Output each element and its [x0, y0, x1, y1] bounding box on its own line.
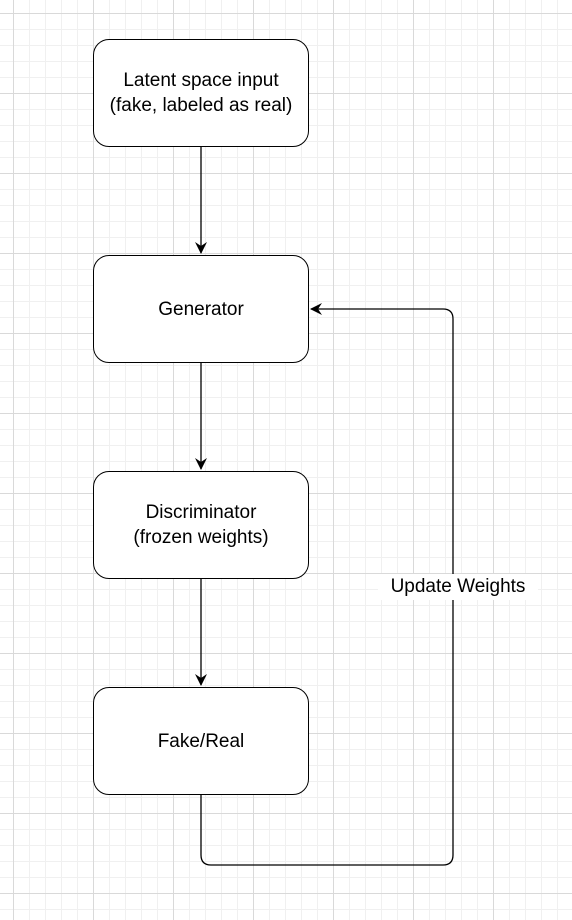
edge-update-weights-loop [200, 303, 454, 866]
update-weights-label: Update Weights [378, 574, 538, 600]
discriminator-node: Discriminator (frozen weights) [93, 471, 309, 579]
generator-label: Generator [158, 298, 244, 320]
fake-real-node: Fake/Real [93, 687, 309, 795]
latent-input-line-1: Latent space input [123, 70, 279, 91]
latent-input-line-2: (fake, labeled as real) [109, 95, 293, 116]
discriminator-line-1: Discriminator [145, 502, 257, 523]
fake-real-label: Fake/Real [157, 730, 245, 752]
generator-node: Generator [93, 255, 309, 363]
discriminator-line-2: (frozen weights) [133, 527, 269, 548]
latent-input-node: Latent space input (fake, labeled as rea… [93, 39, 309, 147]
